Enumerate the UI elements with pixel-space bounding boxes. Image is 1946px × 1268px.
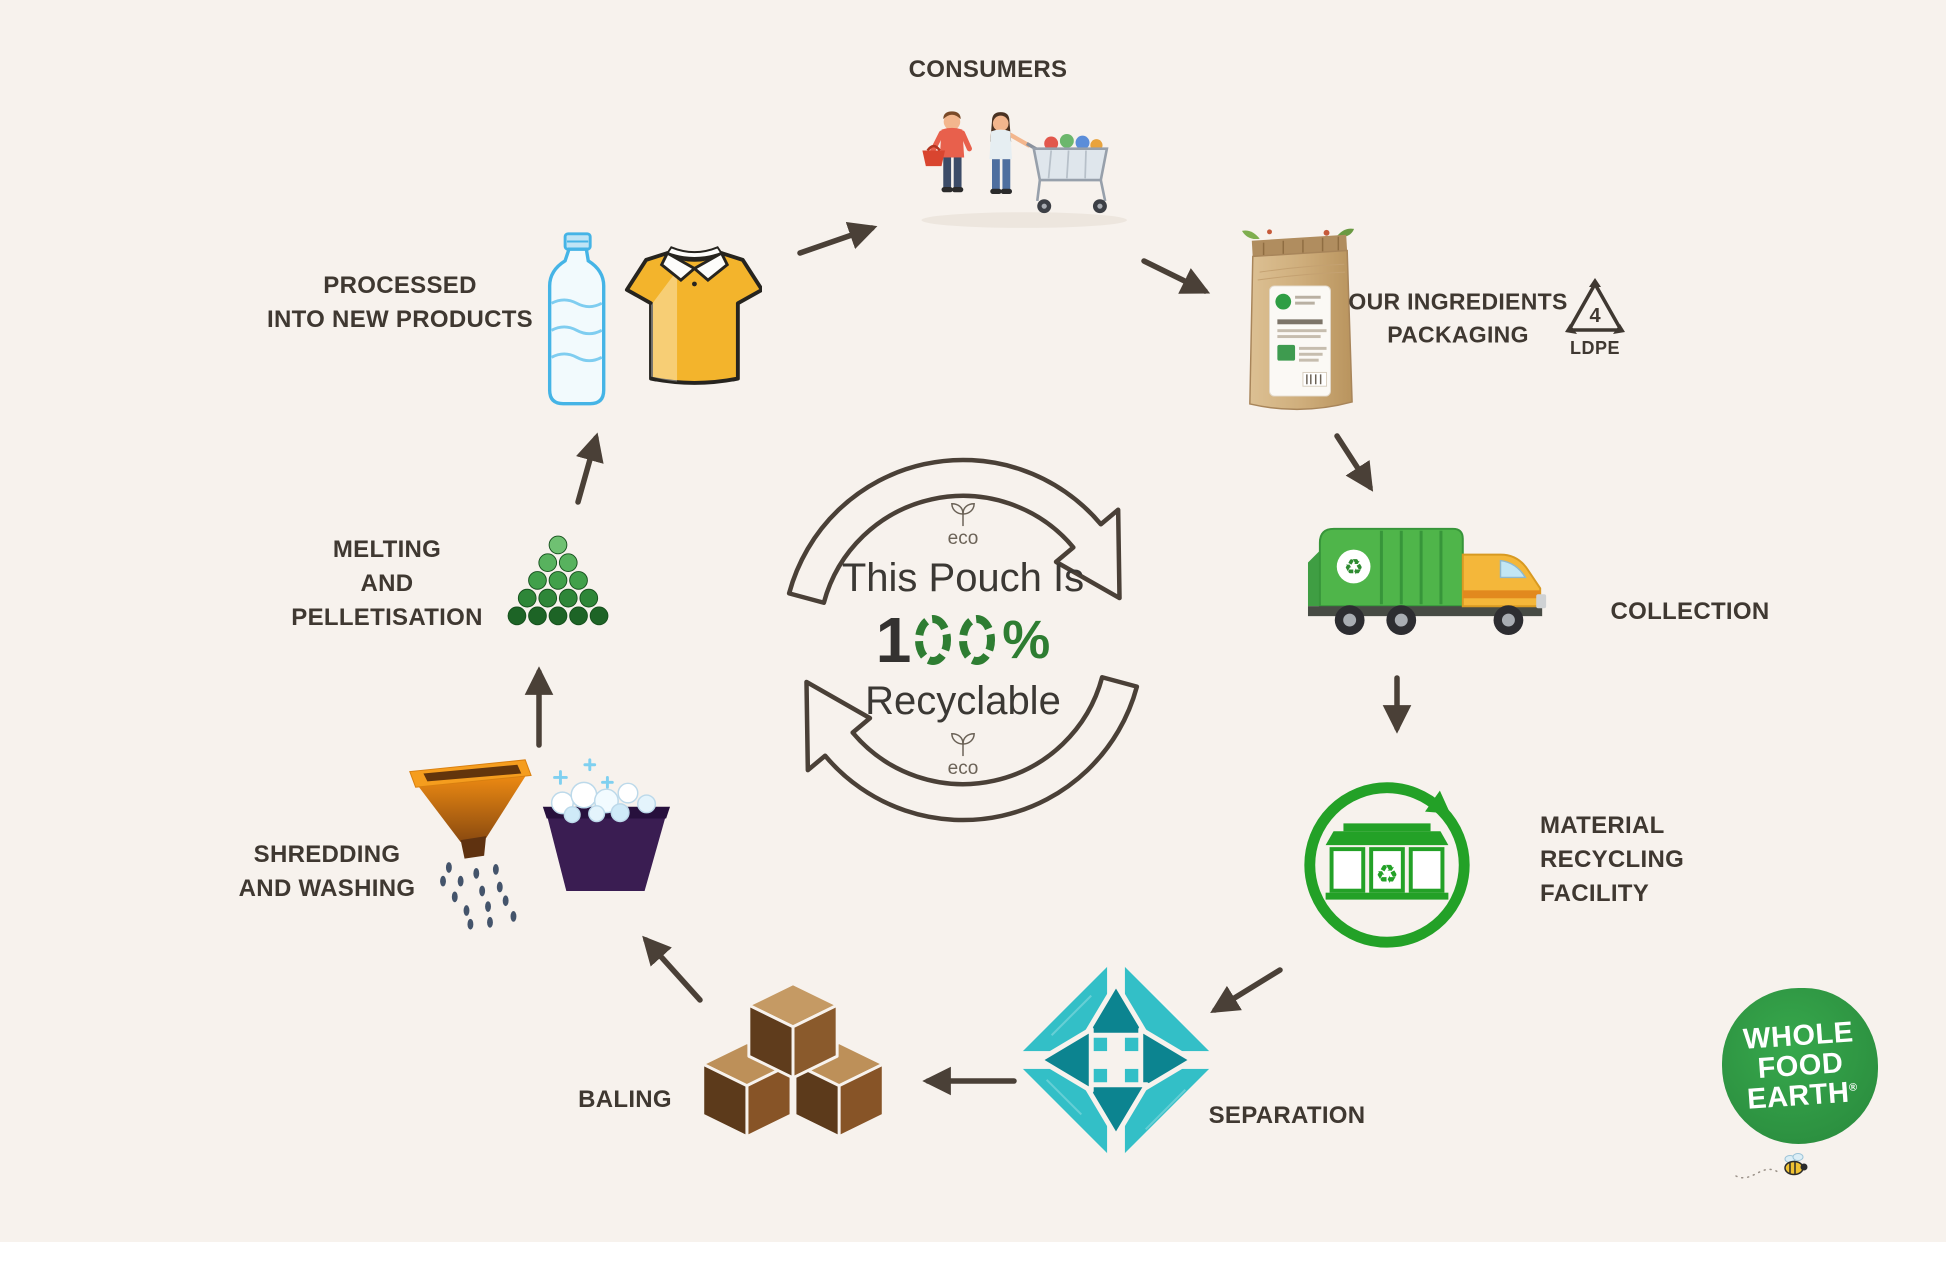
woman-figure [989, 112, 1031, 194]
bee-icon [1735, 1153, 1808, 1179]
ldpe-number: 4 [1589, 305, 1601, 327]
flow-arrow-melting-to-products [575, 432, 604, 505]
shopping-cart-icon [1025, 133, 1109, 214]
melting-label: MELTING AND PELLETISATION [291, 535, 483, 632]
man-figure [922, 111, 972, 193]
shopping-basket-icon [922, 150, 946, 167]
eco-leaf-icon [951, 733, 975, 757]
separation-label: SEPARATION [1208, 1101, 1366, 1129]
flow-arrow-products-to-consumers [797, 221, 878, 256]
recycle-symbol: ♻ [1344, 555, 1364, 580]
new-products-icon [547, 232, 762, 406]
logo-circle: WHOLE FOOD EARTH® [1722, 988, 1878, 1144]
packaging-label: OUR INGREDIENTS PACKAGING [1348, 288, 1568, 347]
basket-handle [926, 144, 941, 152]
percent-zero-ring: 0 [915, 615, 952, 665]
consumers-icon [921, 111, 1127, 228]
tshirt-icon [624, 246, 762, 385]
logo-text: WHOLE FOOD EARTH® [1741, 1016, 1858, 1116]
percent-zero-ring: 0 [959, 615, 996, 665]
shredding-washing-icon [409, 758, 671, 930]
baling-label: BALING [578, 1085, 672, 1113]
percent-value: 1 0 0 % [876, 608, 1051, 672]
water-bottle-icon [547, 232, 606, 406]
shred-drops [440, 862, 517, 930]
bottom-margin [0, 1242, 1946, 1268]
percent-sign: % [1002, 610, 1051, 670]
percent-digit-1: 1 [875, 604, 912, 676]
logo-line-3: EARTH® [1745, 1076, 1858, 1116]
flow-arrow-consumers-to-packaging [1141, 258, 1211, 294]
flow-arrow-packaging-to-collection [1334, 433, 1374, 492]
processed-label: PROCESSED INTO NEW PRODUCTS [267, 271, 533, 333]
center-line-1: This Pouch Is [841, 556, 1085, 600]
garbage-truck-icon: ♻ [1307, 527, 1547, 635]
washing-basin-icon [542, 758, 671, 891]
recycling-facility-icon: ♻ [1304, 782, 1470, 948]
center-text-block: eco This Pouch Is 1 0 0 % Recyclable eco [738, 415, 1188, 865]
recycle-cycle-icon [786, 457, 1140, 823]
separation-icon [1012, 956, 1220, 1164]
flow-arrow-baling-to-shredding [642, 935, 703, 1003]
baling-icon [701, 982, 885, 1139]
eco-top-block: eco [946, 501, 980, 549]
center-cycle: eco This Pouch Is 1 0 0 % Recyclable eco [738, 415, 1188, 865]
eco-leaf-icon [951, 503, 975, 527]
pouch-icon [1241, 228, 1355, 411]
registered-mark: ® [1848, 1081, 1858, 1095]
wholefoodearth-logo: WHOLE FOOD EARTH® [1722, 988, 1892, 1188]
collection-label: COLLECTION [1610, 597, 1770, 625]
eco-top-label: eco [947, 528, 979, 550]
pouch-label [1269, 285, 1331, 397]
ldpe-symbol: 4 LDPE [1562, 278, 1628, 359]
eco-bottom-label: eco [947, 758, 979, 779]
recycling-code-4-icon: 4 [1565, 278, 1625, 334]
consumers-label: CONSUMERS [908, 55, 1068, 83]
center-line-2: Recyclable [865, 679, 1061, 723]
eco-bottom-block: eco [946, 731, 980, 779]
pellets-icon [507, 535, 609, 626]
flow-arrow-mrf-to-separation [1210, 967, 1283, 1013]
cycle-arrowhead [1425, 790, 1451, 814]
funnel-icon [409, 759, 532, 859]
recycle-symbol: ♻ [1375, 860, 1398, 890]
shredding-label: SHREDDING AND WASHING [238, 840, 416, 902]
ldpe-code-label: LDPE [1569, 338, 1620, 358]
mrf-label: MATERIAL RECYCLING FACILITY [1540, 811, 1685, 908]
